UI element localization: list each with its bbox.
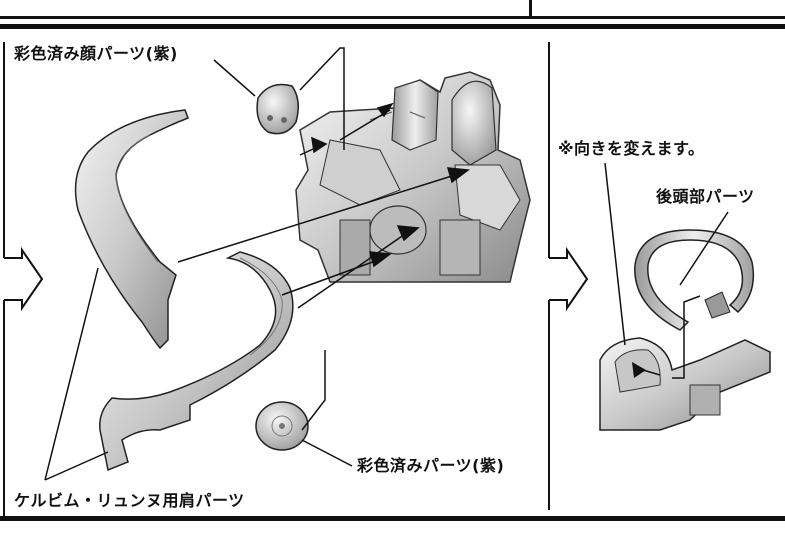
disc-part-illustration bbox=[255, 401, 309, 451]
disc-part-guide bbox=[301, 350, 326, 431]
shoulder-part-lower-illustration bbox=[99, 251, 294, 472]
turn-note-label: ※向きを変えます。 bbox=[558, 135, 705, 159]
top-border bbox=[0, 0, 785, 20]
face-part-label: 彩色済み顔パーツ(紫) bbox=[14, 40, 178, 64]
top-rule bbox=[0, 16, 785, 19]
disc-part-leader bbox=[301, 439, 353, 467]
shoulder-part-guide bbox=[177, 167, 470, 309]
instruction-panel bbox=[0, 24, 785, 521]
turn-note-leader bbox=[604, 162, 626, 346]
shoulder-parts-label: ケルビム・リュンヌ用肩パーツ bbox=[14, 487, 245, 511]
step-arrow-left bbox=[3, 42, 44, 520]
head-assembly-illustration bbox=[599, 337, 771, 431]
step-arrow-middle bbox=[548, 42, 589, 510]
shoulder-parts-leader bbox=[44, 267, 109, 481]
back-head-part-label: 後頭部パーツ bbox=[656, 183, 755, 207]
face-part-leader bbox=[213, 59, 256, 97]
robot-torso-illustration bbox=[295, 71, 531, 283]
top-divider-tick bbox=[529, 0, 532, 18]
face-part-guide bbox=[299, 47, 394, 156]
shoulder-part-upper-illustration bbox=[74, 109, 189, 350]
back-head-guide bbox=[672, 295, 701, 379]
disc-part-label: 彩色済みパーツ(紫) bbox=[357, 452, 505, 476]
back-head-part-illustration bbox=[634, 229, 755, 331]
face-part-illustration bbox=[256, 83, 299, 135]
back-head-leader bbox=[679, 211, 729, 286]
